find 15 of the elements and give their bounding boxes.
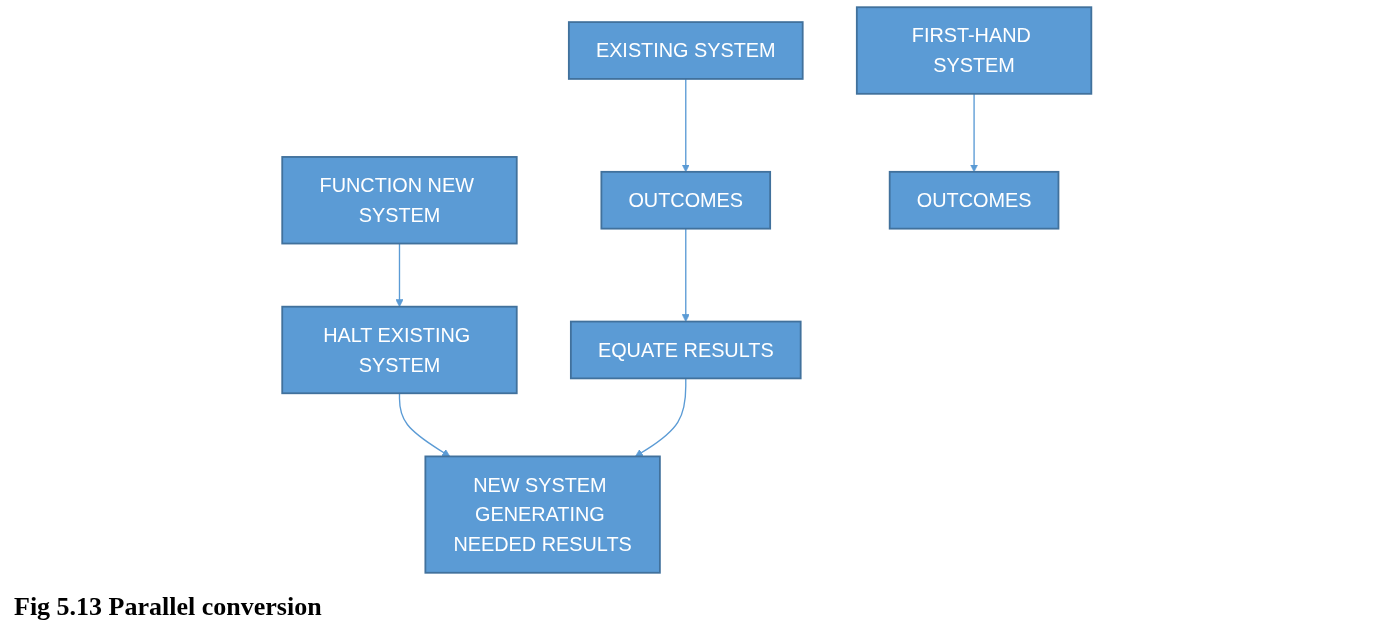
node-box: OUTCOMES: [600, 170, 772, 230]
node-box: OUTCOMES: [889, 170, 1060, 230]
arrow: [395, 242, 404, 308]
node-box: FIRST-HAND SYSTEM: [856, 6, 1093, 95]
arrow: [970, 93, 979, 173]
arrow: [682, 78, 690, 173]
node-box: HALT EXISTING SYSTEM: [281, 305, 518, 395]
arrow: [399, 392, 451, 457]
arrow: [682, 228, 690, 322]
node-box: NEW SYSTEM GENERATING NEEDED RESULTS: [424, 455, 661, 574]
node-box: FUNCTION NEW SYSTEM: [281, 156, 518, 245]
figure-caption: Fig 5.13 Parallel conversion: [14, 592, 322, 622]
node-box: EQUATE RESULTS: [570, 320, 802, 380]
node-box: EXISTING SYSTEM: [568, 21, 804, 80]
arrow: [635, 377, 687, 457]
